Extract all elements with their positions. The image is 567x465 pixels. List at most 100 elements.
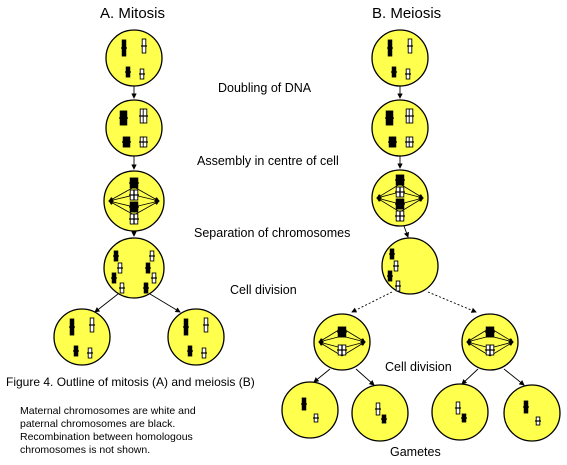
meiosis-secondary-left (313, 313, 371, 371)
maternal-chromosome (133, 189, 139, 201)
maternal-chromosome (407, 38, 413, 54)
meiosis-secondary-right (461, 313, 519, 371)
paternal-chromosome (145, 262, 151, 274)
maternal-chromosome (393, 260, 399, 272)
doubling-label: Doubling of DNA (218, 81, 312, 95)
cell-membrane (313, 313, 371, 371)
meiosis-cell-doubled (371, 99, 429, 157)
maternal-chromosome (535, 416, 541, 426)
cell-membrane (371, 169, 429, 227)
gamete-4 (503, 384, 561, 442)
paternal-chromosome (187, 345, 193, 357)
maternal-chromosome (203, 317, 209, 333)
cell-division-label-1: Cell division (230, 283, 297, 297)
mitosis-daughter-right (167, 308, 225, 366)
separation-label: Separation of chromosomes (194, 226, 350, 240)
paternal-chromosome (73, 345, 79, 357)
paternal-chromosome (489, 326, 495, 338)
gamete-1 (281, 381, 339, 439)
paternal-chromosome (388, 110, 394, 126)
meiosis-cell-start (371, 29, 429, 87)
paternal-chromosome (523, 400, 529, 414)
maternal-chromosome (408, 136, 414, 148)
maternal-chromosome (139, 68, 145, 80)
paternal-chromosome (133, 177, 139, 189)
arrow-meiosis-5 (427, 291, 477, 313)
figure-caption: Figure 4. Outline of mitosis (A) and mei… (6, 375, 255, 389)
arrow-meiosis-6 (313, 368, 331, 383)
cell-membrane (167, 308, 225, 366)
arrow-mitosis-4 (94, 293, 119, 313)
assembly-label: Assembly in centre of cell (197, 154, 339, 168)
mitosis-title: A. Mitosis (100, 5, 165, 22)
paternal-chromosome (387, 270, 393, 282)
maternal-chromosome (408, 108, 414, 124)
paternal-chromosome (111, 272, 117, 284)
maternal-chromosome (142, 136, 148, 148)
paternal-chromosome (381, 414, 387, 424)
maternal-chromosome (149, 250, 155, 262)
meiosis-cell-first-division (381, 237, 439, 295)
paternal-chromosome (399, 174, 405, 186)
maternal-chromosome (405, 68, 411, 80)
arrow-mitosis-5 (149, 293, 181, 313)
cell-membrane (53, 308, 111, 366)
arrow-meiosis-7 (355, 368, 375, 386)
paternal-chromosome (143, 282, 149, 294)
cells-layer (53, 29, 561, 442)
meiosis-cell-assembly (371, 169, 429, 227)
paternal-chromosome (133, 201, 139, 213)
cell-membrane (105, 99, 163, 157)
maternal-chromosome (119, 282, 125, 294)
paternal-chromosome (122, 110, 128, 126)
maternal-chromosome (141, 38, 147, 54)
cell-division-label-2: Cell division (385, 360, 452, 374)
mitosis-cell-start (105, 29, 163, 87)
mitosis-cell-assembly (103, 170, 165, 232)
paternal-chromosome (183, 318, 189, 336)
mitosis-cell-separation (103, 237, 165, 299)
maternal-chromosome (201, 347, 207, 359)
gametes-label: Gametes (390, 445, 441, 459)
cell-membrane (371, 99, 429, 157)
mitosis-daughter-left (53, 308, 111, 366)
paternal-chromosome (125, 66, 131, 78)
cell-membrane (103, 170, 165, 232)
maternal-chromosome (87, 347, 93, 359)
gamete-3 (431, 383, 489, 441)
maternal-chromosome (395, 280, 401, 292)
maternal-chromosome (313, 413, 319, 423)
gamete-2 (351, 384, 409, 442)
maternal-chromosome (133, 213, 139, 225)
cell-membrane (371, 29, 429, 87)
meiosis-title: B. Meiosis (372, 5, 441, 22)
maternal-chromosome (117, 262, 123, 274)
paternal-chromosome (391, 66, 397, 78)
maternal-chromosome (399, 186, 405, 198)
cell-membrane (461, 313, 519, 371)
paternal-chromosome (387, 39, 393, 57)
maternal-chromosome (151, 272, 157, 284)
cell-membrane (103, 237, 165, 299)
paternal-chromosome (301, 397, 307, 411)
paternal-chromosome (389, 248, 395, 260)
mitosis-cell-doubled (105, 99, 163, 157)
arrow-meiosis-3 (403, 225, 409, 238)
maternal-chromosome (375, 402, 381, 416)
paternal-chromosome (391, 136, 397, 148)
arrow-meiosis-9 (503, 368, 525, 386)
arrows-layer (94, 86, 525, 386)
maternal-chromosome (455, 401, 461, 415)
maternal-chromosome (489, 344, 495, 356)
legend-note: Maternal chromosomes are white and pater… (20, 405, 196, 456)
maternal-chromosome (89, 317, 95, 333)
arrow-meiosis-8 (461, 368, 479, 385)
cell-membrane (503, 384, 561, 442)
cell-membrane (381, 237, 439, 295)
paternal-chromosome (461, 413, 467, 423)
cell-membrane (105, 29, 163, 87)
paternal-chromosome (121, 39, 127, 57)
paternal-chromosome (69, 318, 75, 336)
maternal-chromosome (142, 108, 148, 124)
